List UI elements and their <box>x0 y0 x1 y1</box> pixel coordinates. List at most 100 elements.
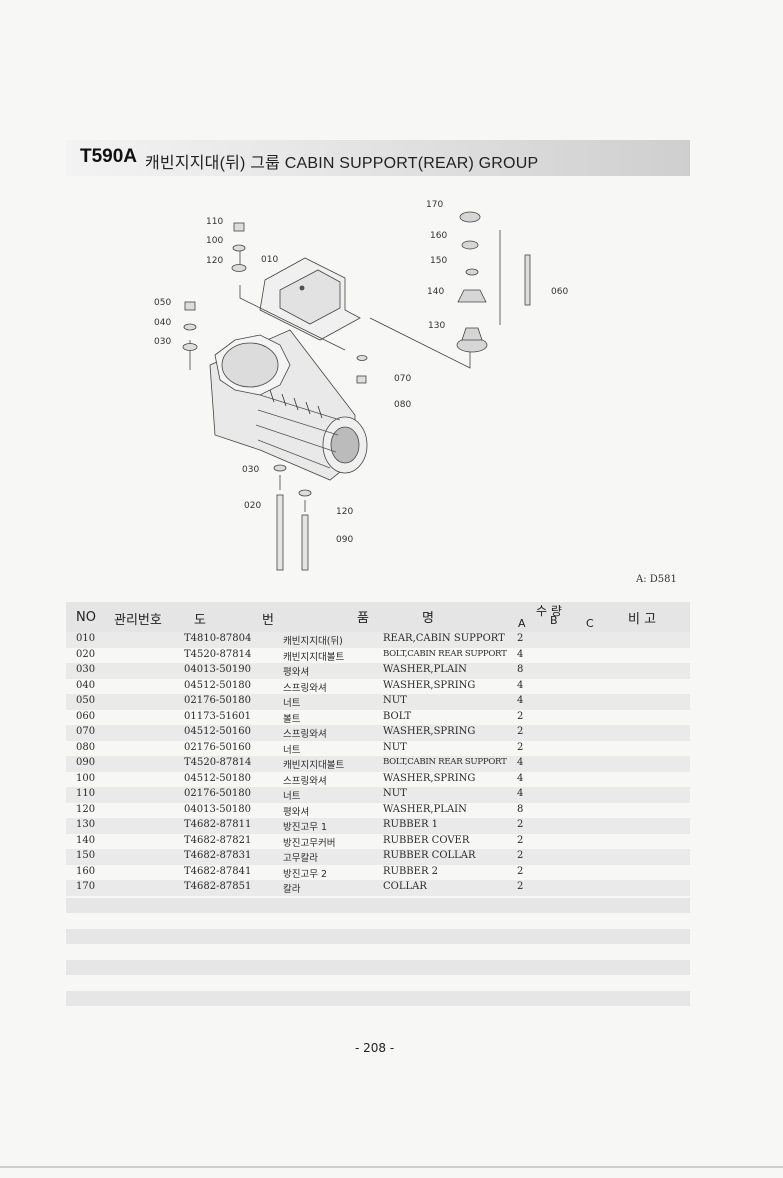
row-qty: 2 <box>517 710 524 722</box>
empty-row-band <box>66 991 690 1006</box>
callout-050: 050 <box>154 298 171 308</box>
row-name-korean: 평와셔 <box>283 667 310 678</box>
row-part-number: 04512-50180 <box>184 772 252 784</box>
row-name-english: COLLAR <box>383 881 427 892</box>
row-name-korean: 캐빈지지대볼트 <box>283 651 345 663</box>
row-name-korean: 캐빈지지대(뒤) <box>283 636 343 647</box>
row-qty: 2 <box>517 850 524 861</box>
callout-150: 150 <box>430 256 447 266</box>
callout-110: 110 <box>206 217 223 227</box>
row-no: 090 <box>76 757 96 768</box>
row-name-korean: 너트 <box>283 698 301 709</box>
table-row: 160 T4682-87841 방진고무 2 RUBBER 2 2 <box>66 864 690 880</box>
empty-row-band <box>66 960 690 975</box>
callout-100: 100 <box>206 236 223 246</box>
row-part-number: T4682-87821 <box>184 834 252 846</box>
row-part-number: 02176-50160 <box>184 741 252 753</box>
callout-030: 030 <box>154 337 171 347</box>
row-no: 160 <box>76 865 96 877</box>
row-no: 050 <box>76 695 96 706</box>
row-name-korean: 너트 <box>283 744 301 756</box>
callout-090: 090 <box>336 535 353 545</box>
row-no: 020 <box>76 648 96 660</box>
scan-edge <box>0 1166 783 1168</box>
callout-060: 060 <box>551 287 568 297</box>
row-qty: 2 <box>517 633 524 644</box>
header-quantity: 수 량 <box>536 604 562 618</box>
row-part-number: T4682-87841 <box>184 865 252 877</box>
row-qty: 2 <box>517 819 524 830</box>
row-qty: 2 <box>517 881 524 892</box>
callout-080: 080 <box>394 400 411 410</box>
row-name-english: WASHER,SPRING <box>383 772 476 784</box>
row-qty: 4 <box>517 648 524 660</box>
row-no: 080 <box>76 741 96 753</box>
row-qty: 2 <box>517 741 524 753</box>
row-part-number: T4682-87831 <box>184 850 252 861</box>
row-qty: 4 <box>517 679 524 691</box>
page-number: - 208 - <box>355 1041 395 1055</box>
row-name-english: NUT <box>383 741 407 753</box>
row-name-english: RUBBER 2 <box>383 865 439 877</box>
header-remarks: 비 고 <box>628 612 657 627</box>
callout-120-lower: 120 <box>336 507 353 517</box>
row-no: 130 <box>76 819 96 830</box>
row-name-korean: 고무칼라 <box>283 853 318 864</box>
row-qty: 2 <box>517 834 524 846</box>
table-row: 100 04512-50180 스프링와셔 WASHER,SPRING 4 <box>66 771 690 787</box>
group-code: T590A <box>80 146 138 167</box>
callout-120: 120 <box>206 256 223 266</box>
group-title: 캐빈지지대(뒤) 그룹 CABIN SUPPORT(REAR) GROUP <box>145 155 539 172</box>
callout-160: 160 <box>430 231 447 241</box>
header-management-number: 관리번호 <box>114 613 162 628</box>
row-name-korean: 스프링와셔 <box>283 775 327 787</box>
row-name-english: WASHER,PLAIN <box>383 664 467 675</box>
row-part-number: 04512-50160 <box>184 726 252 737</box>
row-qty: 4 <box>517 772 524 784</box>
row-no: 030 <box>76 664 96 675</box>
empty-row-band <box>66 898 690 913</box>
header-drawing-1: 도 <box>194 613 206 628</box>
row-no: 060 <box>76 710 96 722</box>
row-name-english: REAR,CABIN SUPPORT <box>383 633 505 644</box>
row-name-english: WASHER,PLAIN <box>383 803 467 815</box>
row-name-english: RUBBER COLLAR <box>383 850 476 861</box>
callout-040: 040 <box>154 318 171 328</box>
callout-130: 130 <box>428 321 445 331</box>
header-name-2: 명 <box>422 611 434 626</box>
row-name-english: BOLT,CABIN REAR SUPPORT <box>383 648 507 659</box>
row-no: 100 <box>76 772 96 784</box>
row-name-english: NUT <box>383 695 407 706</box>
row-part-number: 02176-50180 <box>184 788 252 799</box>
row-qty: 8 <box>517 803 524 815</box>
row-name-korean: 캐빈지지대볼트 <box>283 760 345 771</box>
row-part-number: T4682-87811 <box>184 819 252 830</box>
header-no: NO <box>76 610 96 625</box>
header-qty-c: C <box>586 617 594 630</box>
exploded-diagram: 110 100 120 010 050 040 030 170 160 150 … <box>154 200 568 571</box>
row-no: 120 <box>76 803 96 815</box>
row-no: 150 <box>76 850 96 861</box>
row-part-number: T4682-87851 <box>184 881 252 892</box>
row-name-korean: 방진고무 2 <box>283 868 328 880</box>
row-part-number: 04013-50180 <box>184 803 252 815</box>
row-qty: 8 <box>517 664 524 675</box>
callout-030-lower: 030 <box>242 465 259 475</box>
row-name-english: BOLT <box>383 710 412 722</box>
row-name-english: BOLT,CABIN REAR SUPPORT <box>383 757 507 767</box>
row-part-number: T4520-87814 <box>184 648 252 660</box>
row-qty: 2 <box>517 865 524 877</box>
table-header: NO 관리번호 도 번 품 명 수 량 A B C 비 고 <box>66 602 690 632</box>
row-name-korean: 방진고무커버 <box>283 837 336 849</box>
row-name-english: NUT <box>383 788 407 799</box>
